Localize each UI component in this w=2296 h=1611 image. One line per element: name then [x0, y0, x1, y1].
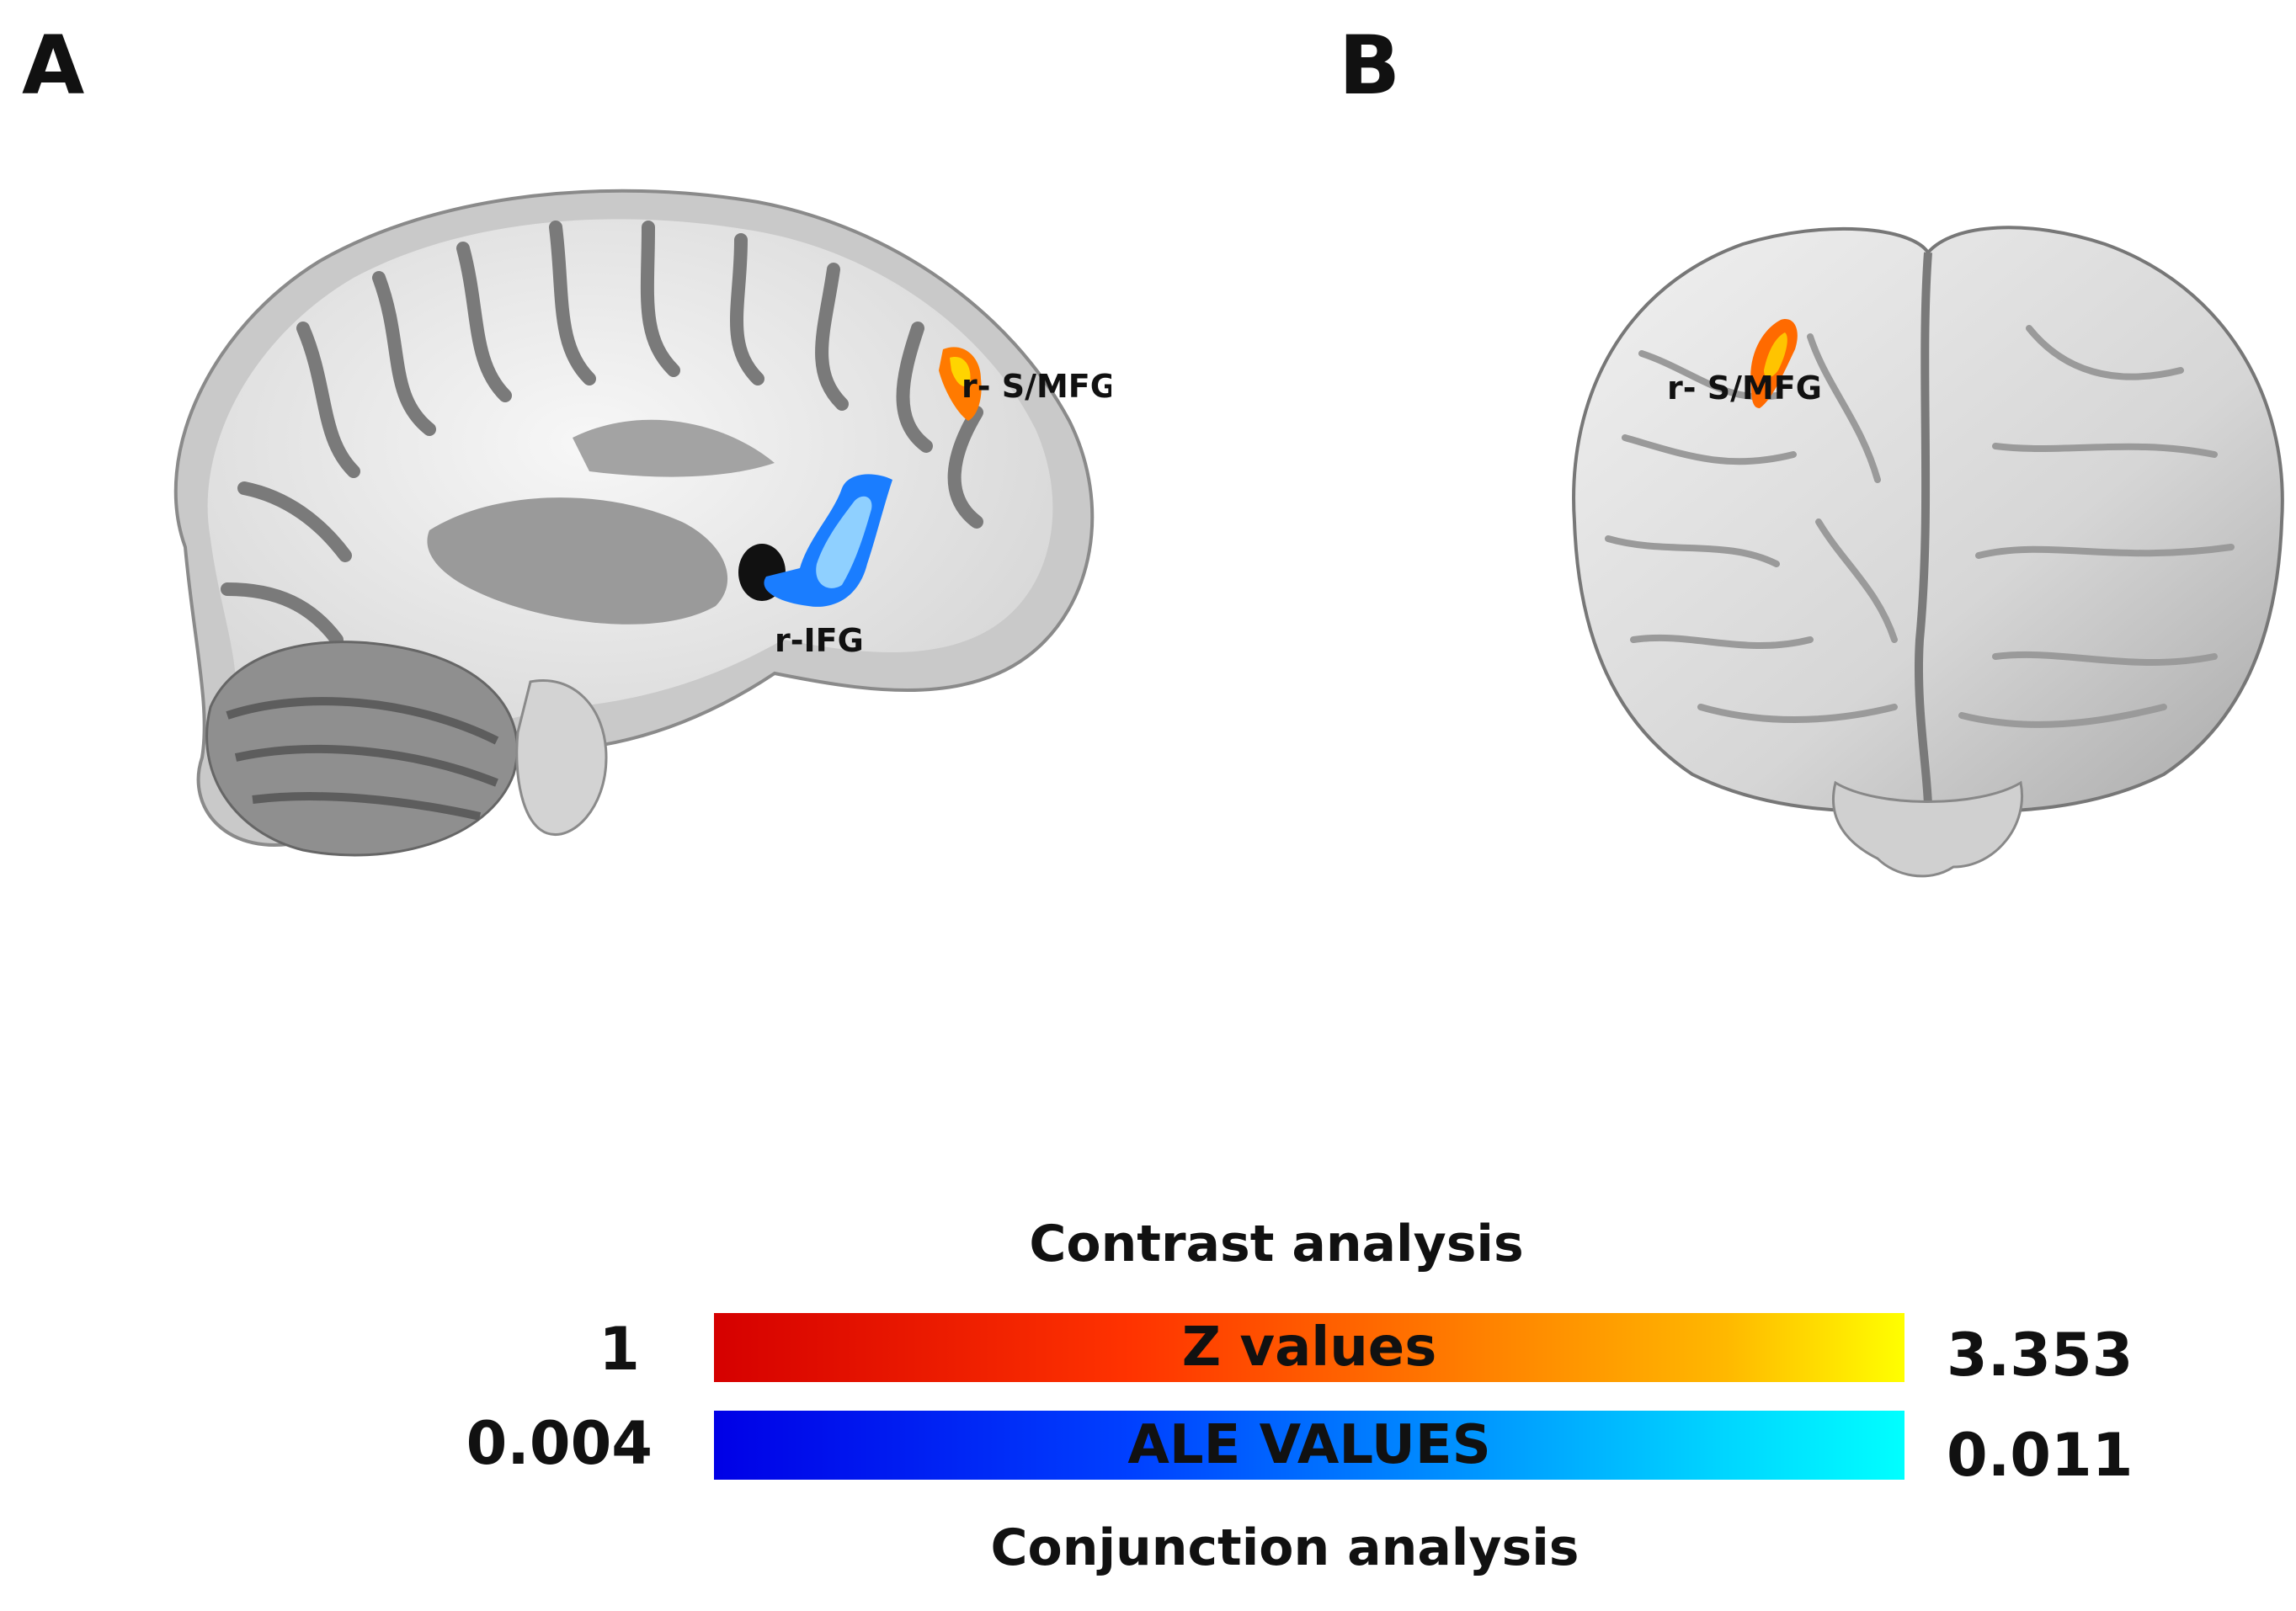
z-scale-min: 1: [599, 1315, 640, 1384]
ifg-label: r-IFG: [775, 622, 864, 659]
z-scale-max: 3.353: [1947, 1321, 2134, 1390]
panel-letter-a: A: [22, 19, 85, 113]
brain-surface: [1572, 226, 2284, 813]
cerebellum-render: [1831, 780, 2023, 878]
cortex-sulci: [221, 221, 983, 646]
panel-letter-b: B: [1339, 19, 1401, 113]
z-values-label: Z values: [1181, 1316, 1437, 1379]
ale-scale-min: 0.004: [466, 1409, 653, 1478]
ale-scale-max: 0.011: [1947, 1421, 2134, 1490]
smfg-label-coronal: r- S/MFG: [1667, 370, 1822, 407]
conjunction-analysis-title: Conjunction analysis: [990, 1518, 1579, 1577]
smfg-label-sagittal: r- S/MFG: [962, 368, 1111, 405]
brainstem: [515, 679, 608, 836]
ifg-activation: [764, 474, 892, 607]
sagittal-brain-image: r- S/MFG r-IFG: [173, 189, 1111, 857]
z-values-colorbar: Z values: [714, 1313, 1904, 1382]
coronal-brain-render: r- S/MFG: [1572, 226, 2284, 878]
smfg-activation-sagittal: [939, 347, 982, 421]
cerebellum: [205, 641, 519, 857]
ale-values-label: ALE VALUES: [1127, 1414, 1491, 1476]
ale-values-colorbar: ALE VALUES: [714, 1411, 1904, 1480]
contrast-analysis-title: Contrast analysis: [1029, 1215, 1524, 1273]
smfg-activation-coronal: [1750, 319, 1798, 408]
